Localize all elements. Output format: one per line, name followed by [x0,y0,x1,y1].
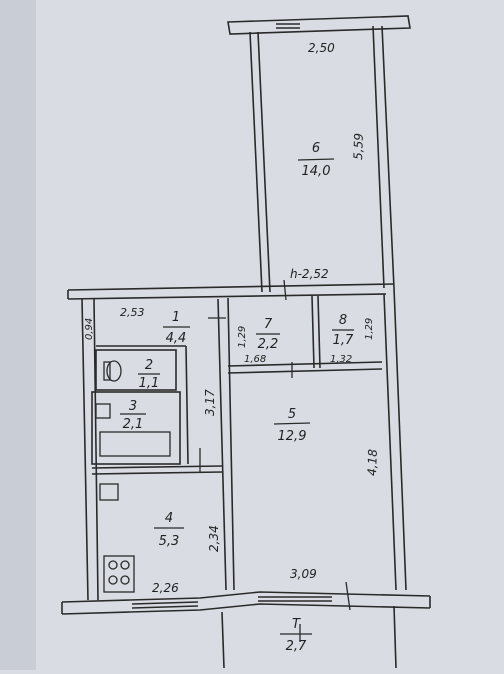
room-8-number: 8 [339,313,347,328]
room-4-number: 4 [165,511,173,526]
dimension-labels: 2,50 5,59 h-2,52 2,53 0,94 1,29 1,29 1,6… [84,41,380,595]
walls [61,15,431,669]
room-5-number: 5 [288,407,296,422]
room-1-number: 1 [172,310,180,325]
paper-shadow [0,0,36,670]
balcony-bottom-left [221,611,225,669]
window-bottom-left [131,601,199,605]
room6-left-wall [249,31,263,293]
room-7-area: 2,2 [258,337,279,352]
dim-5-59: 5,59 [351,133,366,160]
room-t-number: Т [292,617,301,632]
dim-3-09: 3,09 [290,567,317,581]
dim-1-29-left: 1,29 [237,326,248,348]
dim-2-52: h-2,52 [290,267,329,281]
room-2-number: 2 [145,358,153,373]
room-6-area: 14,0 [302,164,331,179]
dim-2-26: 2,26 [152,581,179,595]
bottom-wall [61,591,431,603]
fixtures [95,360,171,593]
stove-icon [103,555,135,593]
dim-1-68: 1,68 [244,354,266,365]
dim-1-29-right: 1,29 [364,318,375,340]
wall-7-8-bottom [227,361,383,367]
room-8-area: 1,7 [333,333,354,348]
outer-right-wall [383,293,397,591]
outer-left-wall [81,298,89,601]
room-1-area: 4,4 [166,331,187,346]
bathtub-icon [99,431,171,457]
balcony-bottom-right [393,605,397,669]
room-t-area: 2,7 [286,639,307,654]
room-3-area: 2,1 [123,417,144,432]
room-6-number: 6 [312,141,320,156]
room-3-number: 3 [129,399,137,414]
dim-1-32: 1,32 [330,354,352,365]
dim-3-17: 3,17 [203,389,217,416]
room6-right-wall [372,25,385,289]
room-4-area: 5,3 [159,534,180,549]
room-labels: 6 14,0 1 4,4 7 2,2 8 1,7 2 1,1 3 2,1 5 1… [123,141,354,654]
inner-wall-vertical [217,298,227,591]
dim-2-34: 2,34 [207,525,221,552]
wall-7-8 [311,295,315,369]
dim-2-53: 2,53 [120,306,145,319]
room-2-area: 1,1 [139,376,160,391]
kitchen-sink-icon [99,483,119,501]
room-7-number: 7 [264,317,273,332]
room-5-area: 12,9 [278,429,307,444]
room2-outline [95,349,177,391]
wall-2-3-right [185,345,189,465]
toilet-icon [106,360,122,382]
partition-wall-top [67,283,395,291]
dim-4-18: 4,18 [365,449,380,477]
sink-icon [95,403,111,419]
dim-2-50: 2,50 [308,41,335,55]
balcony-top-rail [227,15,411,35]
room3-outline [91,391,181,465]
dim-0-94: 0,94 [84,318,95,340]
fraction-lines [120,158,354,642]
